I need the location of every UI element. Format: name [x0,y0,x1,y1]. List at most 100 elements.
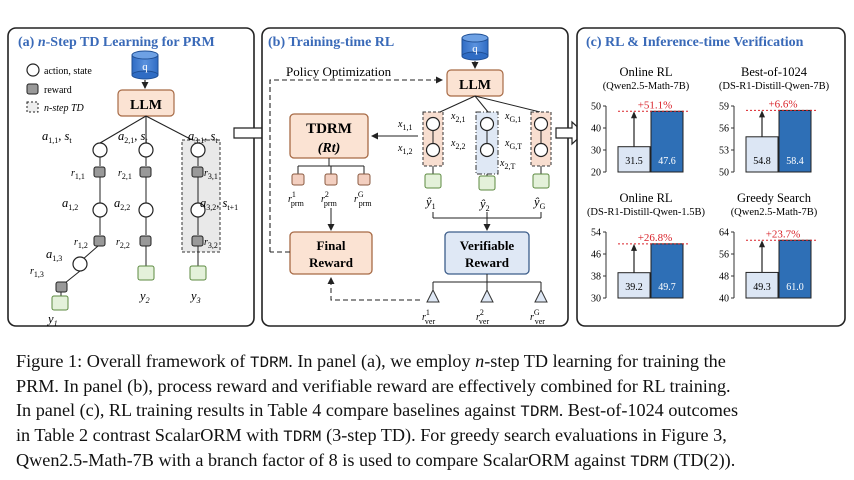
yhat-1: ŷ1 [424,195,436,211]
caption-line-3: In panel (c), RL training results in Tab… [16,399,739,421]
caption-line-1: Figure 1: Overall framework of TDRM. In … [16,351,726,372]
step-x11: x1,1 [397,119,412,132]
chart-tick-label-3-0: 40 [719,294,729,305]
chart-gain-arrowhead-0 [631,111,637,119]
output-y1: y1 [46,312,58,328]
chart-subtitle-1: (DS-R1-Distill-Qwen-7B) [719,81,830,92]
svg-text:q: q [472,43,478,55]
chart-value-tdrm-3: 61.0 [786,282,804,293]
panel-c: (c) RL & Inference-time Verification Onl… [576,27,846,327]
svg-text:q: q [142,61,148,73]
chart-gain-arrowhead-2 [631,243,637,251]
action-a22: a2,2 [114,196,130,212]
step-xgt: xG,T [504,138,522,151]
chart-title-2: Online RL [619,191,672,205]
chart-tick-label-3-2: 56 [719,250,729,261]
svg-text:Final: Final [317,238,346,253]
chart-tick-label-1-0: 50 [719,168,729,179]
chart-title-0: Online RL [619,65,672,79]
chart-value-baseline-3: 49.3 [753,282,771,293]
legend: action, state reward n-step TD [26,63,92,114]
step-x12: x1,2 [397,143,412,156]
chart-annotation-3: +23.7% [766,228,801,240]
framework-figure: (a) n-Step TD Learning for PRM action, s… [7,27,846,328]
chart-tick-label-2-2: 46 [591,250,601,261]
chart-value-baseline-0: 31.5 [625,156,643,167]
panel-c-title: (c) RL & Inference-time Verification [586,35,804,50]
caption-line-4: in Table 2 contrast ScalarORM with TDRM … [16,424,727,446]
chart-subtitle-0: (Qwen2.5-Math-7B) [603,81,690,92]
legend-reward: reward [44,85,72,96]
reward-r13: r1,3 [30,266,44,279]
action-a13: a1,3 [46,247,62,263]
chart-tick-label-3-3: 64 [719,228,729,239]
chart-annotation-1: +6.6% [768,98,797,110]
reward-r32: r3,2 [204,237,218,250]
step-x2t: x2,T [499,158,515,171]
output-y3: y3 [189,289,201,305]
chart-value-tdrm-0: 47.6 [658,156,676,167]
action-a12: a1,2 [62,196,78,212]
chart-annotation-0: +51.1% [638,99,673,111]
result-charts: Online RL (Qwen2.5-Math-7B) 20 30 40 50 31.5 47… [587,65,830,305]
panel-a-title: (a) n-Step TD Learning for PRM [18,35,215,50]
reward-r12: r1,2 [74,237,88,250]
final-reward-box [289,231,373,275]
reward-r21: r2,1 [118,168,132,181]
action-a32: a3,2, st+1 [200,196,238,212]
output-y2: y2 [138,289,150,305]
reward-r11: r1,1 [71,168,85,181]
step-xg1: xG,1 [504,111,521,124]
chart-tick-label-2-1: 38 [591,272,601,283]
legend-action-state: action, state [44,66,92,77]
yhat-2: ŷ2 [478,197,490,213]
chart-annotation-2: +26.8% [638,232,673,244]
reward-r22: r2,2 [116,237,130,250]
n-step-td-region [181,139,221,253]
chart-tick-label-0-3: 50 [591,102,601,113]
step-x22: x2,2 [450,138,465,151]
chart-tick-label-0-0: 20 [591,168,601,179]
chart-bar-tdrm-0 [650,110,684,173]
panel-b-title: (b) Training-time RL [268,35,394,50]
chart-bar-baseline-1 [745,136,779,173]
chart-tick-label-1-3: 59 [719,102,729,113]
step-x21: x2,1 [450,111,465,124]
chart-tick-label-0-1: 30 [591,146,601,157]
chart-bar-baseline-3 [745,271,779,299]
chart-subtitle-2: (DS-R1-Distill-Qwen-1.5B) [587,207,706,218]
query-database-icon: q [131,50,159,80]
figure-caption: Figure 1: Overall framework of TDRM. In … [16,350,842,474]
action-a31: a3,1, st [188,129,218,145]
svg-text:LLM: LLM [459,78,491,93]
query-database-icon: q [461,33,489,61]
chart-tick-label-1-1: 53 [719,146,729,157]
svg-text:(Rt): (Rt) [318,141,341,156]
chart-value-tdrm-1: 58.4 [786,156,804,167]
chart-tick-label-0-2: 40 [591,124,601,135]
chart-tick-label-2-0: 30 [591,294,601,305]
svg-text:Reward: Reward [309,255,354,270]
reward-r31: r3,1 [204,168,218,181]
chart-bar-baseline-0 [617,146,651,173]
panel-a: (a) n-Step TD Learning for PRM action, s… [7,27,255,328]
chart-tick-label-2-3: 54 [591,228,601,239]
chart-value-baseline-2: 39.2 [625,282,643,293]
chart-gain-arrowhead-1 [759,110,765,118]
chart-gain-arrowhead-3 [759,240,765,248]
action-a21: a2,1, st [118,129,148,145]
action-a11: a1,1, st [42,129,72,145]
chart-value-baseline-1: 54.8 [753,156,771,167]
chart-bar-tdrm-1 [778,109,812,173]
panel-b: (b) Training-time RL q LLM Policy Optimi… [261,27,569,327]
svg-text:Verifiable: Verifiable [460,238,515,253]
svg-text:LLM: LLM [130,98,162,113]
chart-title-3: Greedy Search [737,191,812,205]
chart-bar-baseline-2 [617,272,651,299]
chart-tick-label-3-1: 48 [719,272,729,283]
